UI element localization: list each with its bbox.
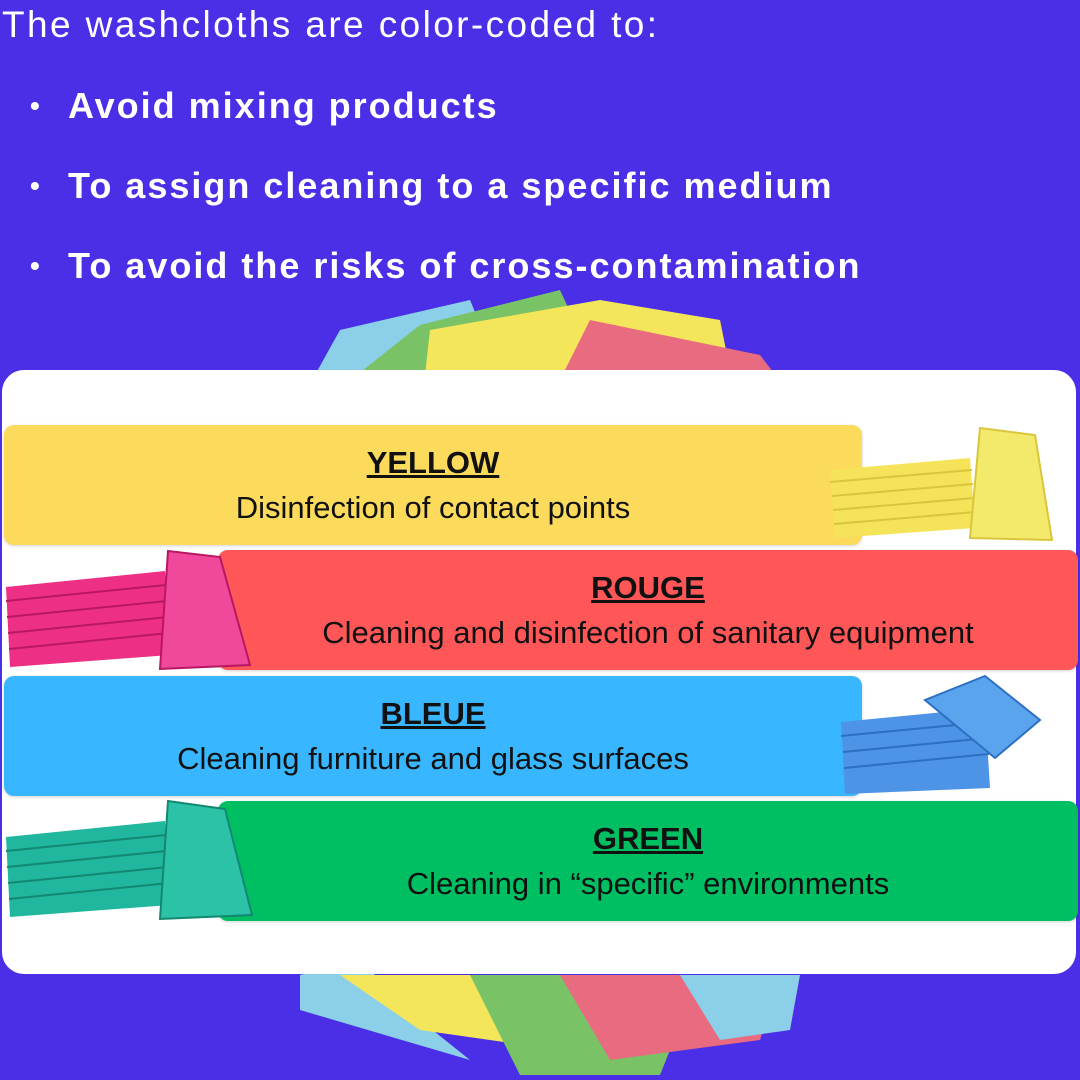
reason-text: To avoid the risks of cross-contaminatio…	[68, 245, 862, 286]
reason-text: Avoid mixing products	[68, 85, 499, 126]
teal-cloths-image	[5, 799, 254, 921]
intro-heading: The washcloths are color-coded to:	[2, 4, 660, 45]
blue-cloths-image	[840, 674, 1042, 794]
band-title: ROUGE	[591, 570, 705, 605]
rouge-code-band: ROUGE Cleaning and disinfection of sanit…	[218, 550, 1078, 670]
yellow-cloths-image	[829, 426, 1054, 542]
reasons-list: • Avoid mixing products • To assign clea…	[30, 80, 861, 320]
band-title: GREEN	[592, 821, 704, 856]
band-description: Cleaning in “specific” environments	[406, 866, 890, 901]
reason-item: • Avoid mixing products	[30, 80, 861, 160]
band-description: Cleaning furniture and glass surfaces	[177, 741, 689, 776]
reason-item: • To avoid the risks of cross-contaminat…	[30, 240, 861, 320]
band-title: BLEUE	[380, 696, 486, 731]
bullet-icon: •	[30, 250, 42, 281]
bullet-icon: •	[30, 90, 42, 121]
reason-text: To assign cleaning to a specific medium	[68, 165, 834, 206]
bleue-code-band: BLEUE Cleaning furniture and glass surfa…	[4, 676, 862, 796]
band-title: YELLOW	[366, 445, 500, 480]
pink-cloths-image	[5, 549, 252, 671]
band-description: Cleaning and disinfection of sanitary eq…	[322, 615, 974, 650]
bullet-icon: •	[30, 170, 42, 201]
reason-item: • To assign cleaning to a specific mediu…	[30, 160, 861, 240]
band-description: Disinfection of contact points	[235, 490, 631, 525]
green-code-band: GREEN Cleaning in “specific” environment…	[218, 801, 1078, 921]
yellow-code-band: YELLOW Disinfection of contact points	[4, 425, 862, 545]
